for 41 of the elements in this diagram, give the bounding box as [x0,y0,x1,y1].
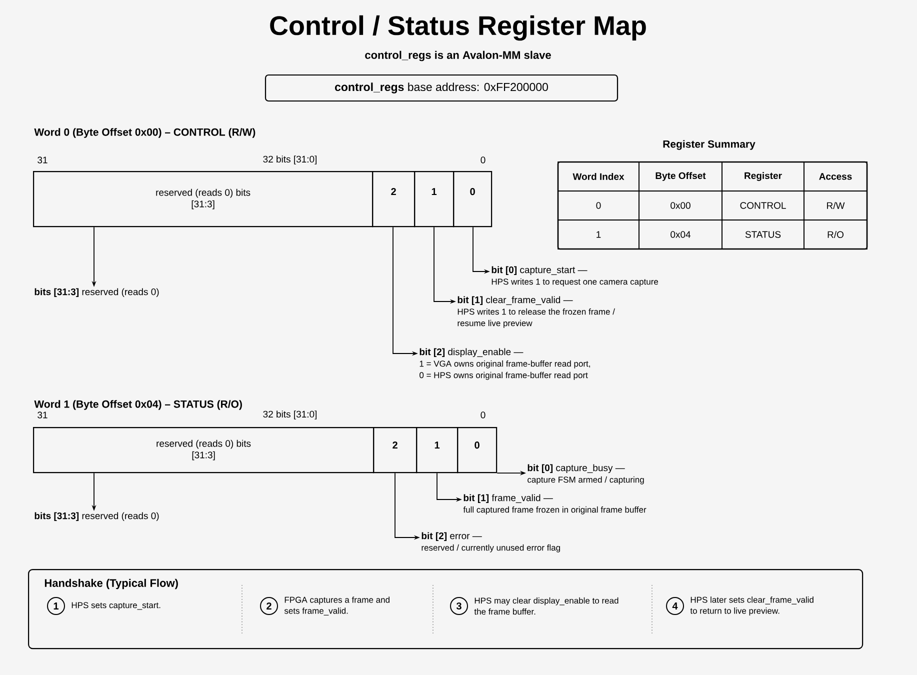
bit-cell: 0 [457,427,498,474]
label: Word Index [572,173,624,180]
register-field: reserved (reads 0) bits [31:3] [33,171,374,228]
bit-cell: 1 [416,427,458,474]
bit-cell: 1 [414,171,454,228]
bit-cell: 2 [373,427,418,474]
bit-scale-label: 0 [480,412,486,418]
title: Control / Status Register Map [270,15,646,41]
table-cell: Register [722,162,804,192]
bit-description: bits [31:3] reserved (reads 0) [34,512,159,522]
bit-scale-label: 31 [38,412,48,418]
subtitle: control_regs is an Avalon-MM slave [365,50,551,62]
bit-scale-label: 0 [480,156,486,164]
table-cell: Access [804,162,868,192]
bit-cell: 2 [372,171,416,228]
table-cell: R/W [804,190,868,220]
bit-description: bit [2] error — reserved / currently unused error flag [422,532,560,552]
table-cell: STATUS [722,220,804,250]
table-cell: 1 [558,220,640,250]
bit-description: bit [1] frame_valid — full captured frame frozen in original frame buffer [463,494,646,514]
bit-description: bit [1] clear_frame_valid — HPS writes 1 to release the frozen frame / resume live preview [458,296,615,328]
bit-description: bit [2] display_enable — 1 = VGA owns original frame-buffer read port, 0 = HPS owns original frame-buffer read port [420,348,590,380]
bit-description: bit [0] capture_busy — capture FSM armed / capturing [528,464,644,484]
step-text: HPS later sets clear_frame_valid to return to live preview. [690,596,814,616]
address-box: control_regs base address: 0xFF200000 [264,74,618,102]
table-cell: 0x04 [638,220,722,250]
register-heading: Word 1 (Byte Offset 0x04) – STATUS (R/O) [34,400,242,410]
step-text: HPS sets capture_start. [72,602,160,610]
table-cell: R/O [804,220,868,250]
bit-description: bit [0] capture_start — HPS writes 1 to request one camera capture [492,266,658,286]
table-cell: 0 [558,190,640,220]
step-text: FPGA captures a frame and sets frame_valid. [284,596,390,616]
table-cell: Byte Offset [638,162,722,192]
bit-cell: 0 [453,171,492,228]
step-text: HPS may clear display_enable to read the frame buffer. [474,597,618,615]
register-field: reserved (reads 0) bits [31:3] [33,427,374,474]
table-cell: CONTROL [722,190,804,220]
bit-description: bits [31:3] reserved (reads 0) [34,288,159,298]
table-title: Register Summary [663,140,756,150]
table-cell: 0x00 [638,190,722,220]
register-heading: Word 0 (Byte Offset 0x00) – CONTROL (R/W) [34,128,256,138]
